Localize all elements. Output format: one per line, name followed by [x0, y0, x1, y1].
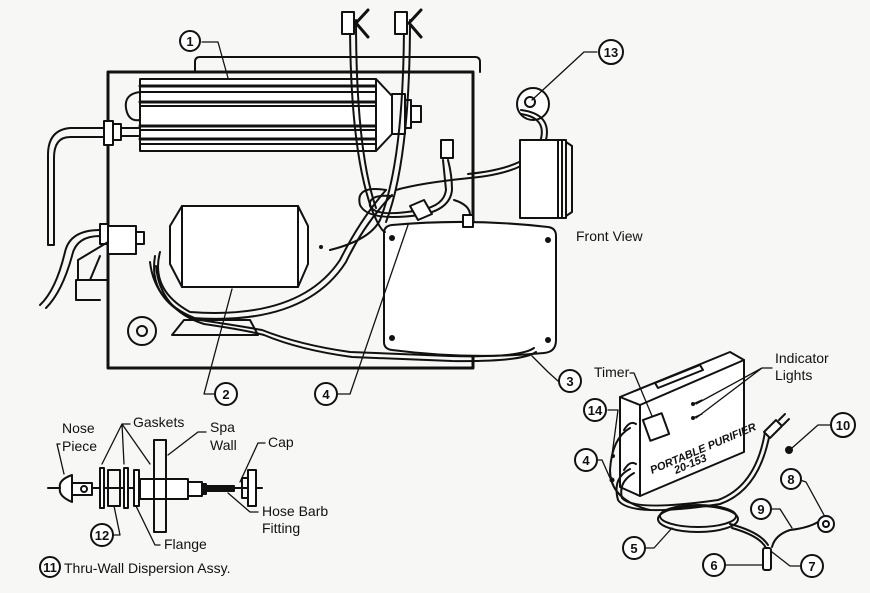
callout-14: 14: [583, 398, 619, 456]
callout-7: 7: [771, 551, 824, 578]
svg-text:4: 4: [582, 453, 590, 468]
svg-text:14: 14: [588, 403, 603, 418]
callout-2: 2: [203, 288, 238, 406]
label-nose-piece-2: Piece: [62, 438, 97, 454]
coiled-hose: [657, 504, 769, 549]
diffuser-stone: [762, 547, 772, 571]
svg-text:1: 1: [186, 34, 193, 49]
check-valve-left: [341, 8, 370, 39]
nose-piece: [58, 474, 73, 503]
svg-text:10: 10: [836, 418, 850, 433]
label-timer: Timer: [594, 364, 630, 380]
suction-cup: [817, 515, 835, 533]
ballast: [169, 205, 323, 288]
svg-text:4: 4: [322, 387, 330, 402]
flange: [133, 469, 140, 507]
label-spa-wall-2: Wall: [210, 437, 237, 453]
side-bracket: [519, 139, 573, 219]
wiring-harness: [149, 19, 537, 363]
label-indicator-lights: Indicator: [775, 350, 829, 366]
callout-3: 3: [531, 355, 582, 393]
callout-8: 8: [780, 468, 825, 516]
callout-4-main: 4: [314, 224, 409, 406]
svg-text:2: 2: [222, 387, 229, 402]
svg-text:5: 5: [630, 541, 637, 556]
svg-text:11: 11: [43, 560, 57, 575]
thru-wall-dispersion-assembly: [47, 439, 263, 533]
svg-text:13: 13: [604, 45, 618, 60]
check-valve-right: [394, 8, 423, 39]
portable-purifier-unit: PORTABLE PURIFIER 20-153: [619, 351, 758, 497]
power-cord: [615, 413, 790, 512]
callout-1: 1: [179, 30, 229, 79]
callout-10: 10: [791, 412, 856, 449]
callout-4-portable: 4: [574, 448, 611, 479]
callout-13: 13: [531, 39, 624, 101]
front-view-label: Front View: [576, 228, 644, 244]
svg-text:12: 12: [95, 528, 109, 543]
callout-9: 9: [750, 498, 793, 529]
airline-tubing: [771, 521, 819, 548]
tube-handle: [194, 56, 481, 73]
callout-11: 11: [39, 556, 61, 578]
svg-text:7: 7: [808, 559, 815, 574]
power-plug: [763, 419, 783, 439]
panel-slot: [171, 319, 259, 336]
label-nose-piece: Nose: [62, 420, 95, 436]
svg-text:6: 6: [710, 558, 717, 573]
label-gaskets: Gaskets: [133, 414, 184, 430]
svg-text:3: 3: [566, 374, 573, 389]
gasket: [123, 467, 129, 509]
gasket: [99, 467, 105, 509]
check-valve-small: [785, 446, 793, 454]
label-hose-barb-2: Fitting: [262, 520, 300, 536]
ozone-hose: [609, 427, 651, 511]
timer: [641, 412, 671, 442]
front-view-assembly: [39, 8, 573, 370]
label-cap: Cap: [268, 434, 294, 450]
drain-fitting: [127, 316, 157, 346]
svg-text:8: 8: [787, 472, 794, 487]
power-cord-left: [39, 223, 145, 309]
uv-tube-chamber: [124, 78, 422, 152]
label-spa-wall: Spa: [210, 419, 235, 435]
thru-wall-title: Thru-Wall Dispersion Assy.: [64, 560, 230, 576]
cap: [247, 469, 257, 507]
svg-text:9: 9: [757, 502, 764, 517]
callout-5: 5: [622, 527, 673, 560]
label-flange: Flange: [164, 536, 207, 552]
label-indicator-lights-2: Lights: [775, 367, 812, 383]
spa-wall: [153, 439, 167, 533]
ozone-generator: [383, 214, 557, 357]
callout-6: 6: [702, 553, 764, 577]
inlet-fitting: [47, 120, 141, 246]
callout-12: 12: [90, 505, 121, 547]
label-hose-barb: Hose Barb: [262, 503, 328, 519]
